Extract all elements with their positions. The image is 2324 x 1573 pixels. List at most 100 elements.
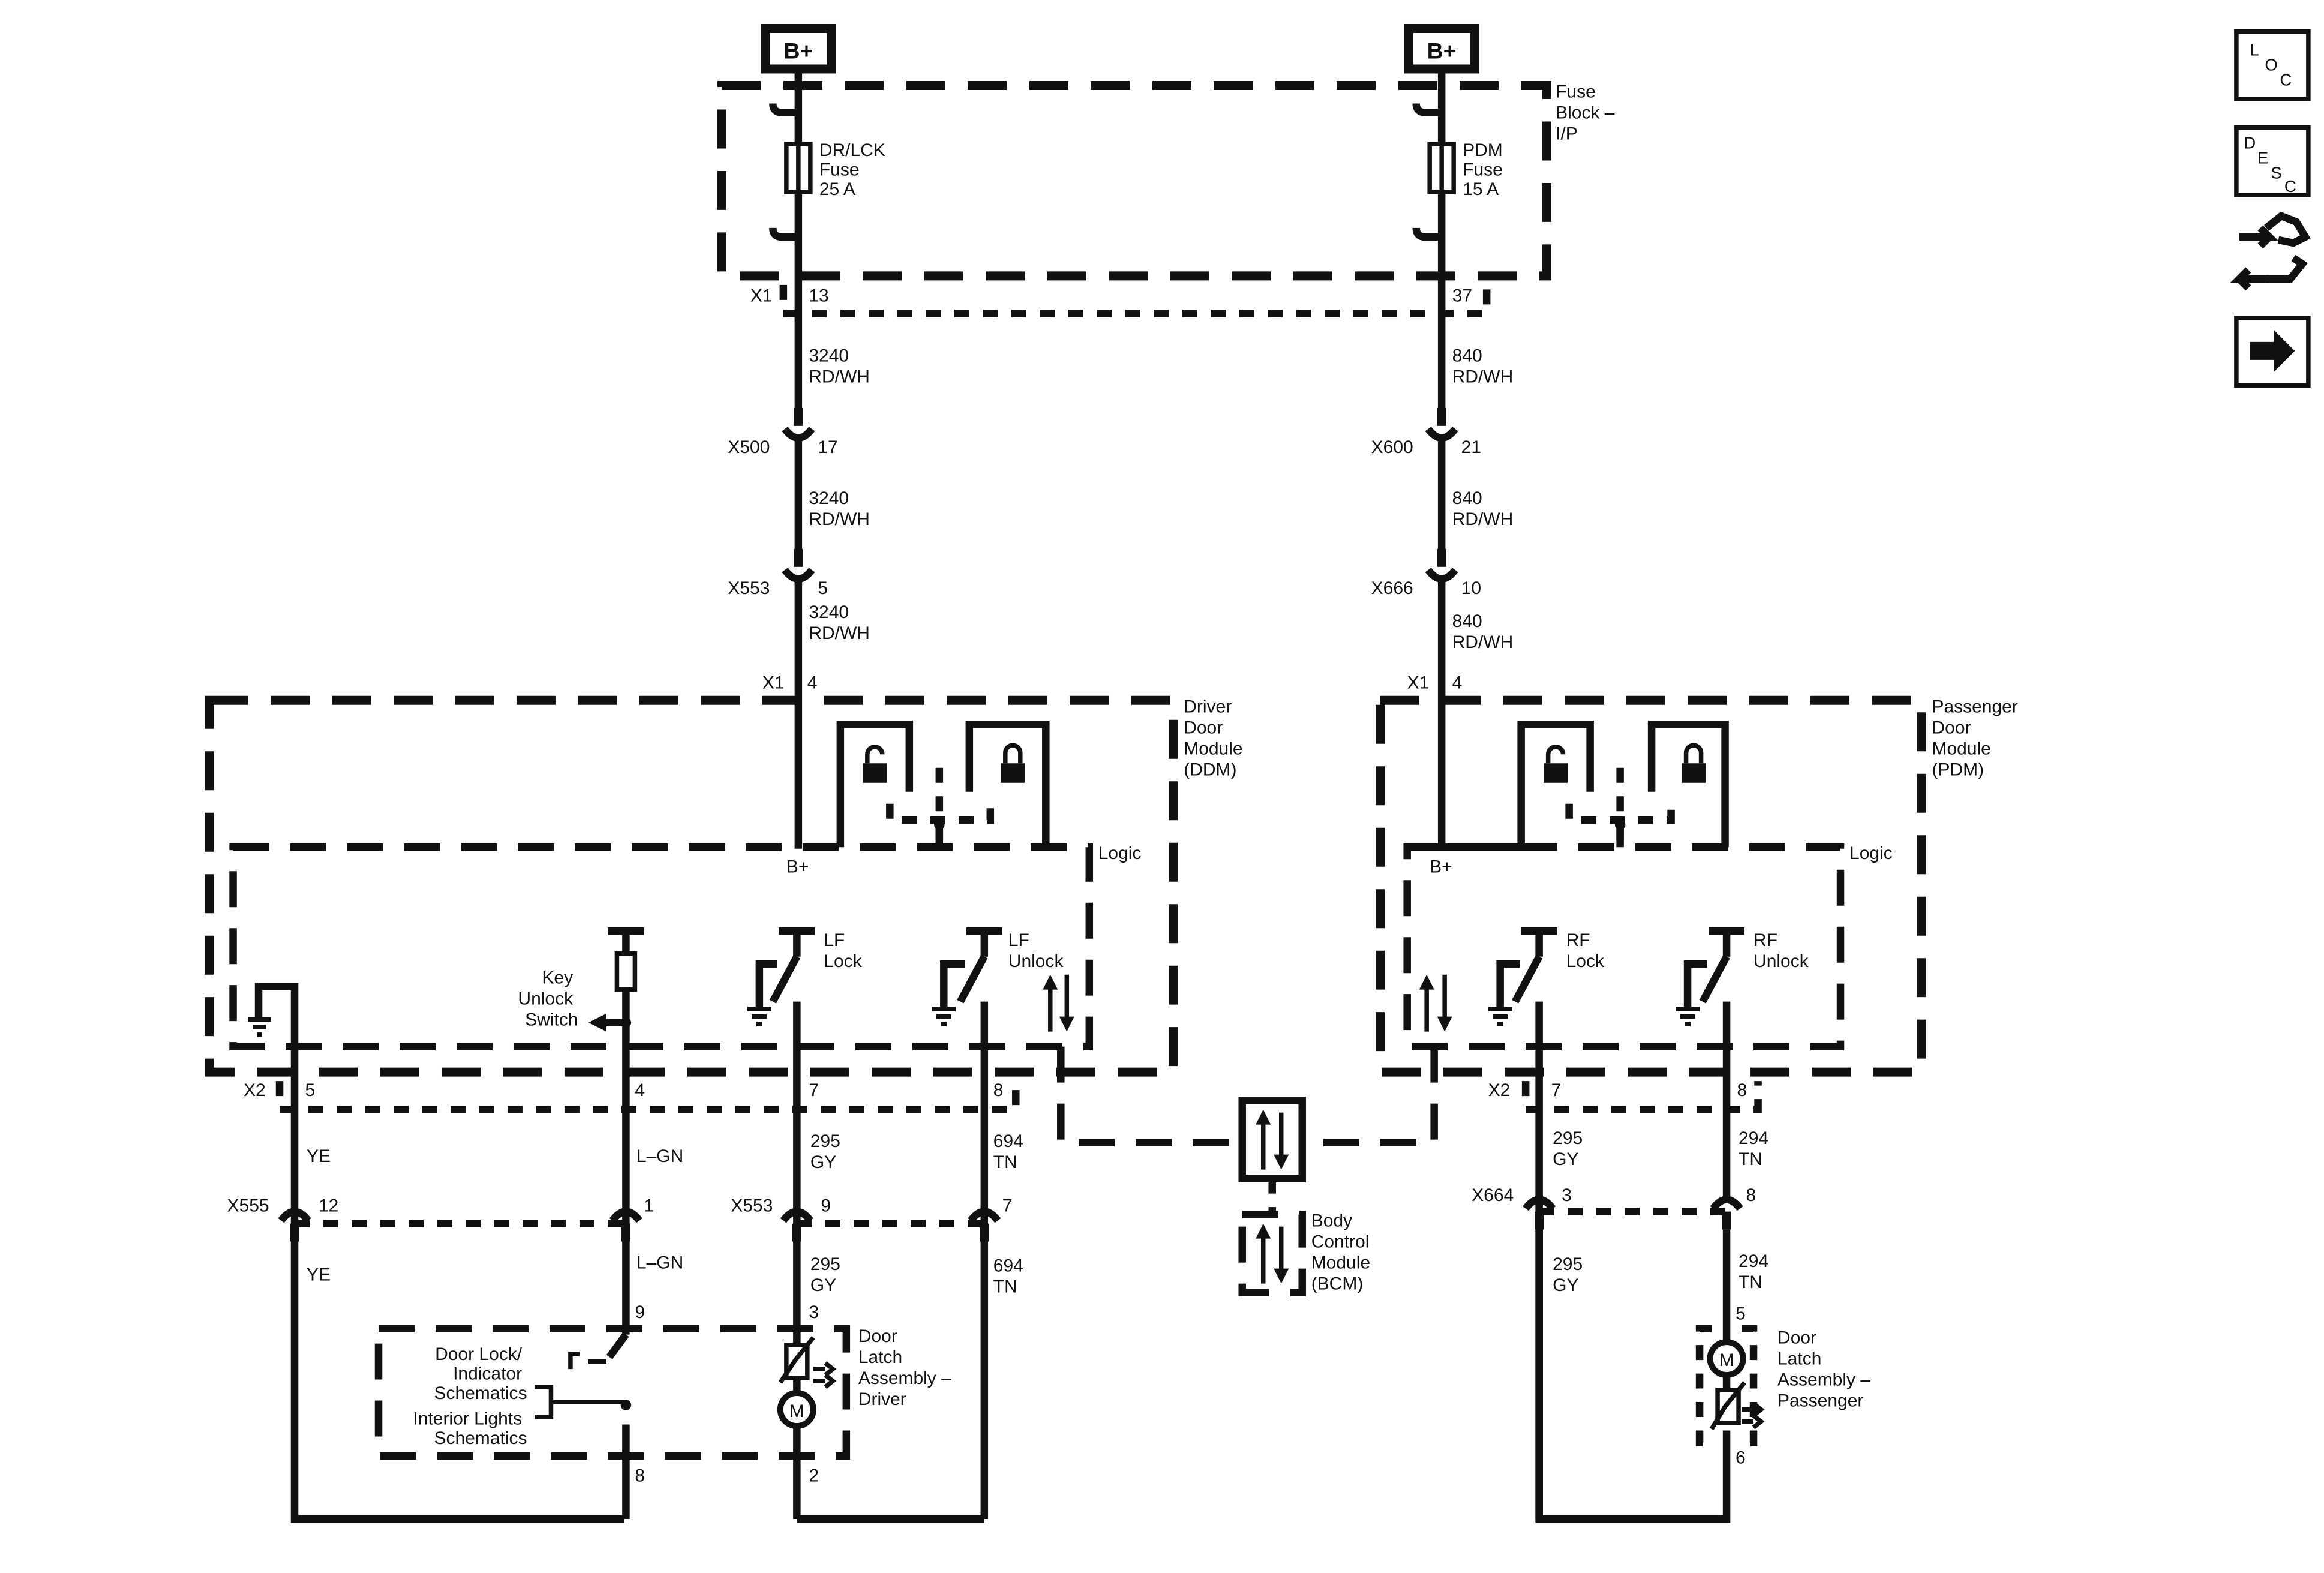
x553-pin-7: 7	[1002, 1196, 1013, 1216]
service-procedure-icon[interactable]	[2230, 211, 2311, 291]
x500-label: X500	[728, 437, 770, 457]
ddm-x2-connector	[275, 1081, 1020, 1113]
x553-pin-9: 9	[821, 1196, 831, 1216]
rf-unlock-relay	[1676, 927, 1745, 1200]
unlock-icon	[863, 745, 887, 783]
ddm-ground-circuit	[248, 983, 624, 1523]
pdm-fuse	[1412, 103, 1456, 241]
wire-694-tn-label: 694 TN	[993, 1131, 1028, 1172]
x666-pin: 10	[1461, 578, 1481, 598]
lock-icon	[1001, 743, 1025, 783]
inline-terminals-passenger	[1523, 1196, 1743, 1230]
lf-unlock-label: LF Unlock	[1008, 930, 1064, 971]
key-unlock-switch-label: Key Unlock Switch	[518, 968, 578, 1030]
svg-text:D: D	[2244, 133, 2256, 152]
lf-unlock-relay	[932, 927, 1002, 1520]
svg-text:C: C	[2280, 70, 2292, 89]
svg-text:E: E	[2257, 148, 2268, 167]
pdm-x1-pin: 4	[1452, 673, 1463, 692]
ddm-x2-pin-5: 5	[305, 1080, 316, 1100]
ddm-x2-pin-8: 8	[993, 1080, 1004, 1100]
pdm-b-plus-label: B+	[1430, 857, 1452, 877]
lf-lock-label: LF Lock	[824, 930, 862, 971]
lock-icon	[1682, 743, 1706, 783]
wire-694-tn-label: 694 TN	[993, 1256, 1028, 1297]
pdm-outline	[1376, 695, 1926, 1077]
passenger-latch-pin-5: 5	[1736, 1304, 1746, 1324]
svg-text:L: L	[2250, 40, 2259, 59]
x600-pin: 21	[1461, 437, 1481, 457]
schem-pin-8: 8	[635, 1466, 645, 1486]
pdm-logic-label: Logic	[1849, 843, 1893, 863]
wire-ye-label: YE	[307, 1265, 331, 1285]
x664-pin-3: 3	[1562, 1185, 1572, 1205]
ddm-logic-label: Logic	[1098, 843, 1142, 863]
pdm-x2-pin-8: 8	[1737, 1080, 1747, 1100]
wire-295-gy-label: 295 GY	[810, 1254, 845, 1295]
x553-label: X553	[728, 578, 770, 598]
b-plus-label: B+	[783, 38, 813, 63]
ddm-title: Driver Door Module (DDM)	[1184, 697, 1248, 779]
bcm-title: Body Control Module (BCM)	[1311, 1211, 1376, 1294]
b-plus-label: B+	[1427, 38, 1457, 63]
pdm-x2-pin-7: 7	[1551, 1080, 1562, 1100]
schematic-bracket	[534, 1385, 626, 1419]
wire-3240-label-1: 3240 RD/WH	[809, 346, 870, 386]
pdm-lock-relay	[1442, 721, 1729, 851]
wire-294-tn-label: 294 TN	[1739, 1251, 1773, 1292]
wire-295-gy-label: 295 GY	[1553, 1254, 1587, 1295]
schematic-ref-box	[374, 1325, 851, 1460]
ddm-data-arrows-icon	[1043, 974, 1074, 1032]
dr-lck-fuse-label: DR/LCK Fuse 25 A	[819, 140, 890, 199]
motor-label: M	[789, 1401, 804, 1421]
ddm-x2-label: X2	[244, 1080, 266, 1100]
key-unlock-switch	[588, 927, 644, 1335]
wire-840-label-2: 840 RD/WH	[1452, 488, 1514, 529]
motor-label: M	[1719, 1350, 1734, 1370]
location-button[interactable]: L O C	[2234, 29, 2311, 101]
door-lock-schematics-ref: Door Lock/ Indicator Schematics	[434, 1344, 527, 1403]
wire-ye-label: YE	[307, 1146, 331, 1166]
dr-lck-fuse	[769, 103, 813, 241]
next-arrow-button[interactable]	[2234, 316, 2311, 388]
passenger-latch-title: Door Latch Assembly – Passenger	[1777, 1328, 1875, 1411]
passenger-latch-box	[1695, 1325, 1758, 1446]
driver-door-latch: M	[777, 1336, 837, 1430]
pdm-title: Passenger Door Module (PDM)	[1932, 697, 2023, 779]
pdm-x1-label: X1	[1407, 673, 1430, 692]
ddm-x1-label: X1	[762, 673, 785, 692]
wire-840-label-3: 840 RD/WH	[1452, 611, 1514, 652]
pdm-logic-box	[1403, 843, 1845, 1050]
fuse-block-x1-connector	[779, 284, 1491, 317]
wire-3240-label-2: 3240 RD/WH	[809, 488, 870, 529]
x666-label: X666	[1371, 578, 1413, 598]
lf-lock-relay	[747, 927, 815, 1520]
wire-840-label-1: 840 RD/WH	[1452, 346, 1514, 386]
b-plus-terminal-left: B+	[761, 23, 836, 74]
wire-3240-label-3: 3240 RD/WH	[809, 602, 870, 643]
x553-pin: 5	[818, 578, 828, 598]
interior-lights-schematics-ref: Interior Lights Schematics	[413, 1409, 527, 1448]
ddm-x1-pin: 4	[807, 673, 818, 692]
wire-294-tn-label: 294 TN	[1739, 1128, 1773, 1169]
pdm-data-arrows-icon	[1419, 974, 1452, 1032]
fuse-x1-label: X1	[750, 286, 773, 305]
x555-label: X555	[227, 1196, 269, 1216]
bcm-gateway	[1238, 1097, 1306, 1182]
description-button[interactable]: D E S C	[2234, 125, 2311, 197]
fuse-block-title: Fuse Block – I/P	[1556, 82, 1620, 143]
wire-3240-rd-wh	[782, 68, 815, 849]
x553-inline-label: X553	[731, 1196, 773, 1216]
x664-pin-8: 8	[1746, 1185, 1756, 1205]
passenger-latch-pin-6: 6	[1736, 1448, 1746, 1468]
rf-lock-relay	[1488, 927, 1557, 1520]
ddm-x2-pin-7: 7	[809, 1080, 819, 1100]
x555-pin-12: 12	[319, 1196, 338, 1216]
ddm-b-plus-label: B+	[786, 857, 809, 877]
rf-unlock-label: RF Unlock	[1753, 930, 1809, 971]
wire-295-gy-label: 295 GY	[1553, 1128, 1587, 1169]
wire-295-gy-label: 295 GY	[810, 1131, 845, 1172]
driver-latch-title: Door Latch Assembly – Driver	[858, 1326, 956, 1409]
wire-passenger-loop	[1535, 1229, 1731, 1523]
